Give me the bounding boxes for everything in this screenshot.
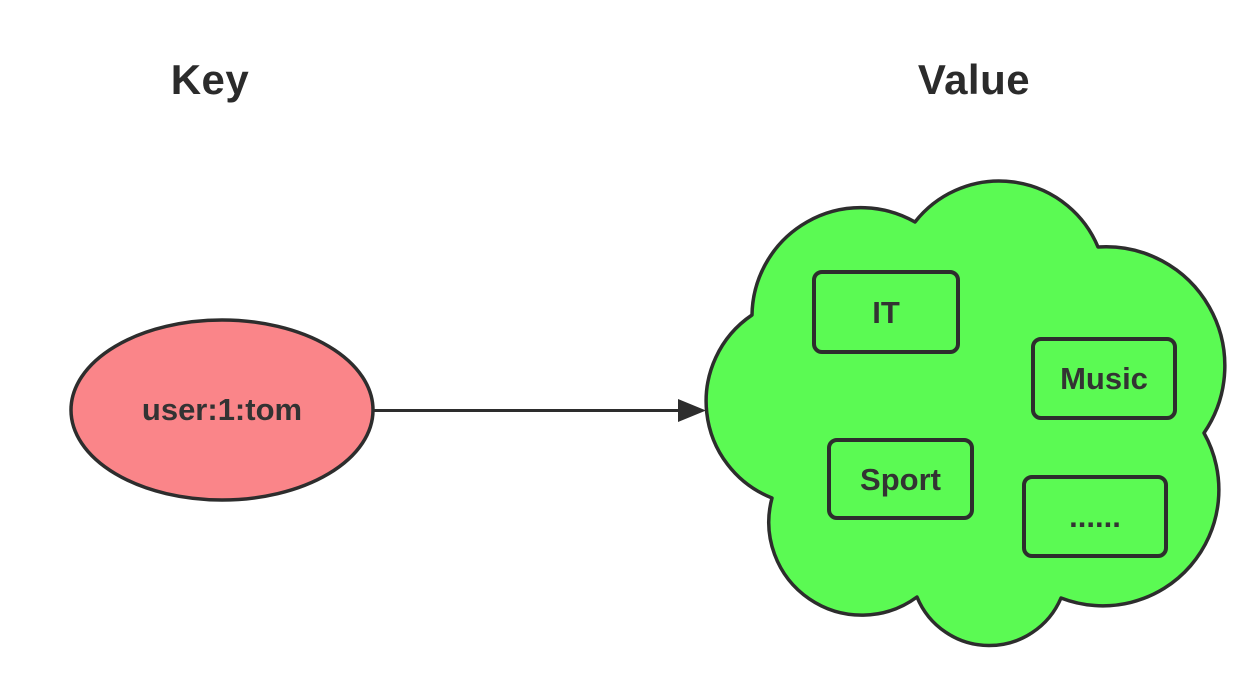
value-item-label: ...... [1069, 499, 1121, 534]
value-heading: Value [917, 56, 1031, 103]
value-item-sport: Sport [827, 438, 974, 520]
arrowhead-icon [678, 399, 706, 422]
value-item-label: IT [872, 294, 900, 330]
value-item-it: IT [812, 270, 960, 354]
key-ellipse-shape [69, 318, 375, 502]
value-cloud-shape [704, 179, 1227, 648]
value-item-music: Music [1031, 337, 1177, 420]
key-node-label: user:1:tom [141, 392, 303, 427]
value-item-ellipsis: ...... [1022, 475, 1168, 558]
value-item-label: Music [1060, 361, 1148, 396]
key-heading: Key [170, 56, 250, 103]
value-item-label: Sport [860, 461, 941, 497]
